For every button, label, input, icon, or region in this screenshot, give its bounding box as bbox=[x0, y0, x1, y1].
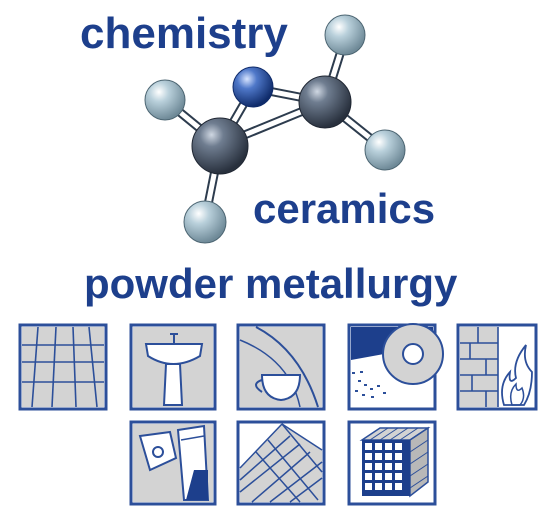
honeycomb-block-icon bbox=[347, 420, 437, 506]
atom-right bbox=[364, 129, 406, 171]
atom-bottom bbox=[183, 200, 227, 244]
roof-tiles-icon bbox=[236, 420, 326, 506]
atom-center-right bbox=[298, 75, 352, 129]
heading-powder-metallurgy: powder metallurgy bbox=[84, 260, 458, 307]
cup-and-plate-icon bbox=[236, 323, 326, 411]
molecule-icon bbox=[144, 14, 406, 244]
heading-chemistry: chemistry bbox=[80, 9, 288, 58]
atom-center-left bbox=[191, 117, 249, 175]
cutting-insert-icon bbox=[129, 420, 217, 506]
grinding-wheel-icon bbox=[347, 323, 444, 411]
atom-top bbox=[324, 14, 366, 56]
firebrick-wall-icon bbox=[456, 323, 538, 411]
atom-accent bbox=[232, 66, 274, 108]
washbasin-icon bbox=[129, 323, 217, 411]
floor-tiles-icon bbox=[18, 323, 108, 411]
atom-left bbox=[144, 79, 186, 121]
heading-ceramics: ceramics bbox=[253, 185, 435, 232]
